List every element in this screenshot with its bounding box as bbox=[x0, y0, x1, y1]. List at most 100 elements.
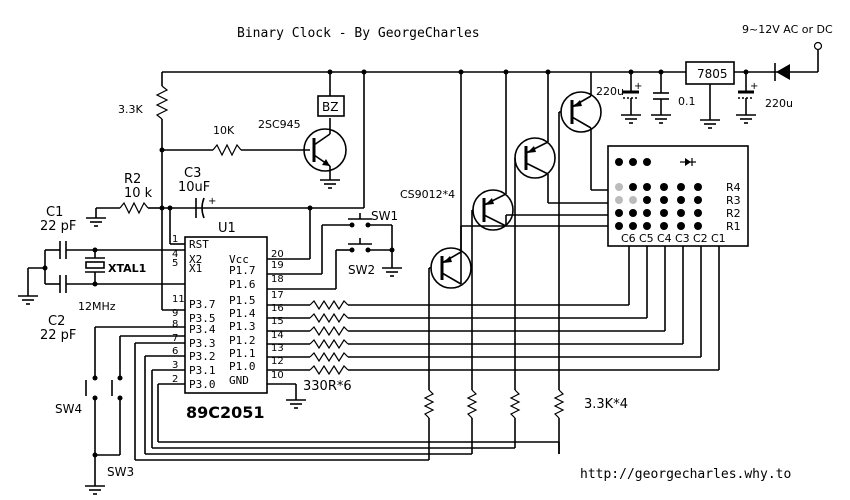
right-pin-name: P1.2 bbox=[229, 334, 256, 347]
pnp-transistor bbox=[423, 72, 608, 430]
svg-text:SW3: SW3 bbox=[107, 465, 134, 479]
matrix-led bbox=[660, 209, 668, 217]
matrix-led bbox=[677, 196, 685, 204]
u1-chip: U1 89C2051 bbox=[184, 221, 268, 422]
svg-text:2SC945: 2SC945 bbox=[258, 118, 301, 131]
pnp-body bbox=[514, 137, 556, 179]
pnp-transistor bbox=[466, 72, 608, 438]
matrix-led bbox=[694, 183, 702, 191]
matrix-diode-icon bbox=[680, 158, 696, 166]
pnp-body bbox=[472, 189, 514, 231]
matrix-col-label: C5 bbox=[639, 232, 654, 245]
matrix-row-label: R4 bbox=[726, 181, 741, 194]
right-pin-number: 20 bbox=[271, 249, 284, 260]
right-pin-number: 10 bbox=[271, 370, 284, 381]
pnp-body bbox=[560, 91, 602, 133]
matrix-led bbox=[615, 158, 623, 166]
website-url: http://georgecharles.why.to bbox=[580, 467, 791, 482]
left-pin-name: P3.7 bbox=[189, 298, 216, 311]
matrix-led bbox=[629, 222, 637, 230]
led-resistor bbox=[309, 312, 349, 324]
matrix-row-label: R1 bbox=[726, 220, 741, 233]
pnp-collector bbox=[571, 116, 592, 129]
regulator-7805: 7805 bbox=[685, 61, 735, 129]
matrix-col-label: C1 bbox=[711, 232, 726, 245]
switch-sw2: SW2 bbox=[267, 238, 392, 290]
left-pin-name: X2 bbox=[189, 253, 202, 266]
svg-text:XTAL1: XTAL1 bbox=[108, 262, 146, 275]
matrix-row-label: R3 bbox=[726, 194, 741, 207]
matrix-led bbox=[694, 222, 702, 230]
led-resistor bbox=[309, 364, 349, 376]
cap-c1: C1 22 pF bbox=[40, 205, 95, 259]
svg-text:SW4: SW4 bbox=[55, 402, 82, 416]
pnp-arrow bbox=[485, 198, 494, 205]
left-pin-name: RST bbox=[189, 238, 209, 251]
right-pin-number: 18 bbox=[271, 274, 284, 285]
matrix-led bbox=[615, 209, 623, 217]
pnp-base-resistor bbox=[553, 389, 565, 419]
svg-text:12MHz: 12MHz bbox=[78, 300, 116, 313]
right-pin-name: P1.1 bbox=[229, 347, 256, 360]
svg-text:SW2: SW2 bbox=[348, 263, 375, 277]
switch-sw3-sw4: SW4 SW3 bbox=[55, 326, 185, 495]
matrix-led bbox=[629, 196, 637, 204]
matrix-led bbox=[677, 222, 685, 230]
left-pin-name: P3.1 bbox=[189, 364, 216, 377]
left-pin-number: 8 bbox=[172, 319, 178, 330]
matrix-led bbox=[643, 209, 651, 217]
matrix-led bbox=[643, 222, 651, 230]
left-pin-name: P3.5 bbox=[189, 312, 216, 325]
matrix-led bbox=[643, 158, 651, 166]
matrix-led bbox=[694, 196, 702, 204]
pnp-resistor-label: 3.3K*4 bbox=[584, 397, 628, 412]
resistor-3-3k: 3.3K bbox=[118, 85, 169, 120]
pnp-label: CS9012*4 bbox=[400, 188, 455, 201]
matrix-led bbox=[660, 222, 668, 230]
switch-sw1: SW1 bbox=[267, 209, 398, 275]
resistor-10k: 10K bbox=[212, 124, 242, 157]
svg-text:SW1: SW1 bbox=[371, 209, 398, 223]
svg-text:0.1: 0.1 bbox=[678, 95, 696, 108]
left-pin-number: 1 bbox=[172, 234, 178, 245]
switch-ground bbox=[382, 225, 402, 277]
right-pin-number: 17 bbox=[271, 290, 284, 301]
pnp-collector bbox=[525, 162, 549, 175]
pnp-transistor bbox=[509, 72, 608, 446]
svg-text:7805: 7805 bbox=[697, 67, 728, 81]
matrix-led bbox=[677, 183, 685, 191]
right-pin-name: P1.3 bbox=[229, 320, 256, 333]
cap-c2: C2 22 pF bbox=[40, 275, 95, 343]
matrix-col-label: C6 bbox=[621, 232, 636, 245]
right-pin-name: P1.5 bbox=[229, 294, 256, 307]
matrix-led bbox=[660, 183, 668, 191]
matrix-led bbox=[629, 183, 637, 191]
pnp-collector bbox=[441, 272, 462, 285]
svg-text:+: + bbox=[634, 81, 642, 92]
right-pin-number: 12 bbox=[271, 356, 284, 367]
matrix-led bbox=[643, 196, 651, 204]
buzzer: BZ bbox=[317, 72, 345, 117]
left-pin-number: 5 bbox=[172, 258, 178, 269]
matrix-led bbox=[660, 196, 668, 204]
svg-text:C3: C3 bbox=[184, 166, 201, 181]
right-pin-number: 16 bbox=[271, 303, 284, 314]
matrix-led bbox=[694, 209, 702, 217]
right-pin-number: 15 bbox=[271, 316, 284, 327]
svg-text:220u: 220u bbox=[765, 97, 793, 110]
matrix-col-label: C4 bbox=[657, 232, 672, 245]
svg-text:C1: C1 bbox=[46, 205, 63, 220]
left-pin-number: 2 bbox=[172, 374, 178, 385]
left-pin-name: P3.2 bbox=[189, 350, 216, 363]
right-pin-number: 14 bbox=[271, 330, 284, 341]
svg-text:U1: U1 bbox=[218, 221, 236, 236]
left-pin-number: 11 bbox=[172, 294, 185, 305]
left-pin-number: 6 bbox=[172, 346, 178, 357]
svg-text:BZ: BZ bbox=[322, 100, 338, 114]
pnp-base-resistor bbox=[509, 389, 521, 419]
power-terminal bbox=[813, 41, 823, 72]
cap-output-220u: + 220u bbox=[596, 72, 642, 124]
svg-text:10uF: 10uF bbox=[178, 180, 210, 195]
